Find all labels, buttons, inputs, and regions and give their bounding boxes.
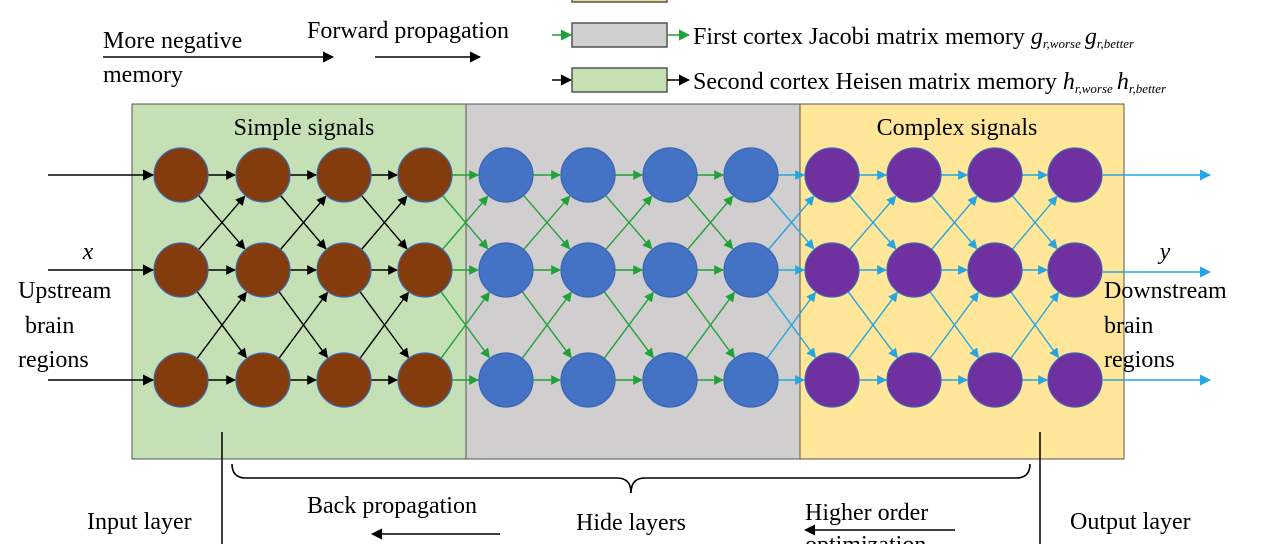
network-node <box>1047 147 1103 203</box>
network-node <box>1047 352 1103 408</box>
network-node <box>723 147 779 203</box>
network-edge <box>279 195 327 250</box>
hide-layers-label: Hide layers <box>576 510 686 536</box>
network-edge <box>849 195 897 251</box>
higher-order-label-2: optimization <box>805 532 926 544</box>
more-negative-memory-label: More negative <box>103 28 242 54</box>
network-node <box>153 242 209 298</box>
network-node <box>235 242 291 298</box>
input-layer-label: Input layer <box>87 509 192 535</box>
network-node <box>723 242 779 298</box>
network-edge <box>930 195 978 250</box>
network-edge <box>1010 291 1060 359</box>
hidden-layers-brace <box>231 463 1031 494</box>
network-node <box>235 147 291 203</box>
network-node <box>316 352 372 408</box>
second-cortex-label: Second cortex Heisen matrix memory hr,wo… <box>693 69 1167 96</box>
network-node <box>397 147 453 203</box>
network-edge <box>278 291 328 359</box>
back-propagation-label: Back propagation <box>307 493 477 519</box>
network-edge <box>847 291 898 359</box>
network-node <box>153 147 209 203</box>
network-node <box>560 147 616 203</box>
network-node <box>316 242 372 298</box>
network-node <box>967 147 1023 203</box>
output-symbol-y: y <box>1158 239 1171 265</box>
network-node <box>804 147 860 203</box>
downstream-label-1: Downstream <box>1104 278 1227 304</box>
network-nodes <box>153 147 1103 408</box>
complex-signals-label: Complex signals <box>877 115 1038 141</box>
network-node <box>967 352 1023 408</box>
network-edge <box>523 195 571 251</box>
upstream-label-3: regions <box>18 347 89 373</box>
network-edge <box>685 291 735 359</box>
downstream-label-3: regions <box>1104 347 1175 373</box>
network-node <box>886 242 942 298</box>
more-negative-memory-label-2: memory <box>103 62 183 88</box>
network-node <box>560 242 616 298</box>
network-edge <box>440 291 490 359</box>
higher-order-label-1: Higher order <box>805 500 928 526</box>
simple-signals-label: Simple signals <box>234 115 375 141</box>
network-node <box>723 352 779 408</box>
upstream-label-2: brain <box>25 313 74 339</box>
network-edge <box>767 195 815 250</box>
legend-swatch-top <box>571 0 668 3</box>
network-edge <box>359 291 409 359</box>
first-cortex-swatch <box>571 22 668 48</box>
network-node <box>560 352 616 408</box>
network-edge <box>686 195 734 250</box>
first-cortex-label: First cortex Jacobi matrix memory gr,wor… <box>693 24 1135 51</box>
downstream-label-2: brain <box>1104 313 1153 339</box>
network-node <box>235 352 291 408</box>
network-node <box>478 147 534 203</box>
network-node <box>804 242 860 298</box>
output-layer-label: Output layer <box>1070 509 1191 535</box>
network-node <box>397 242 453 298</box>
network-node <box>642 147 698 203</box>
second-cortex-swatch <box>571 67 668 93</box>
network-node <box>967 242 1023 298</box>
network-edge <box>521 291 572 359</box>
network-node <box>642 352 698 408</box>
network-node <box>316 147 372 203</box>
network-edge <box>360 195 408 250</box>
network-edge <box>198 195 246 251</box>
network-edge <box>1011 195 1058 250</box>
network-edge <box>603 291 654 359</box>
network-node <box>478 352 534 408</box>
network-node <box>886 147 942 203</box>
network-node <box>1047 242 1103 298</box>
network-node <box>886 352 942 408</box>
network-edge <box>766 291 816 359</box>
network-edge <box>929 291 979 359</box>
network-edges <box>196 170 1060 385</box>
network-node <box>397 352 453 408</box>
input-symbol-x: x <box>82 239 94 265</box>
network-node <box>153 352 209 408</box>
forward-propagation-label: Forward propagation <box>307 18 509 44</box>
network-edge <box>441 195 489 250</box>
network-edge <box>605 195 653 251</box>
upstream-label-1: Upstream <box>18 278 112 304</box>
network-node <box>642 242 698 298</box>
network-node <box>478 242 534 298</box>
network-edge <box>196 291 247 359</box>
network-node <box>804 352 860 408</box>
